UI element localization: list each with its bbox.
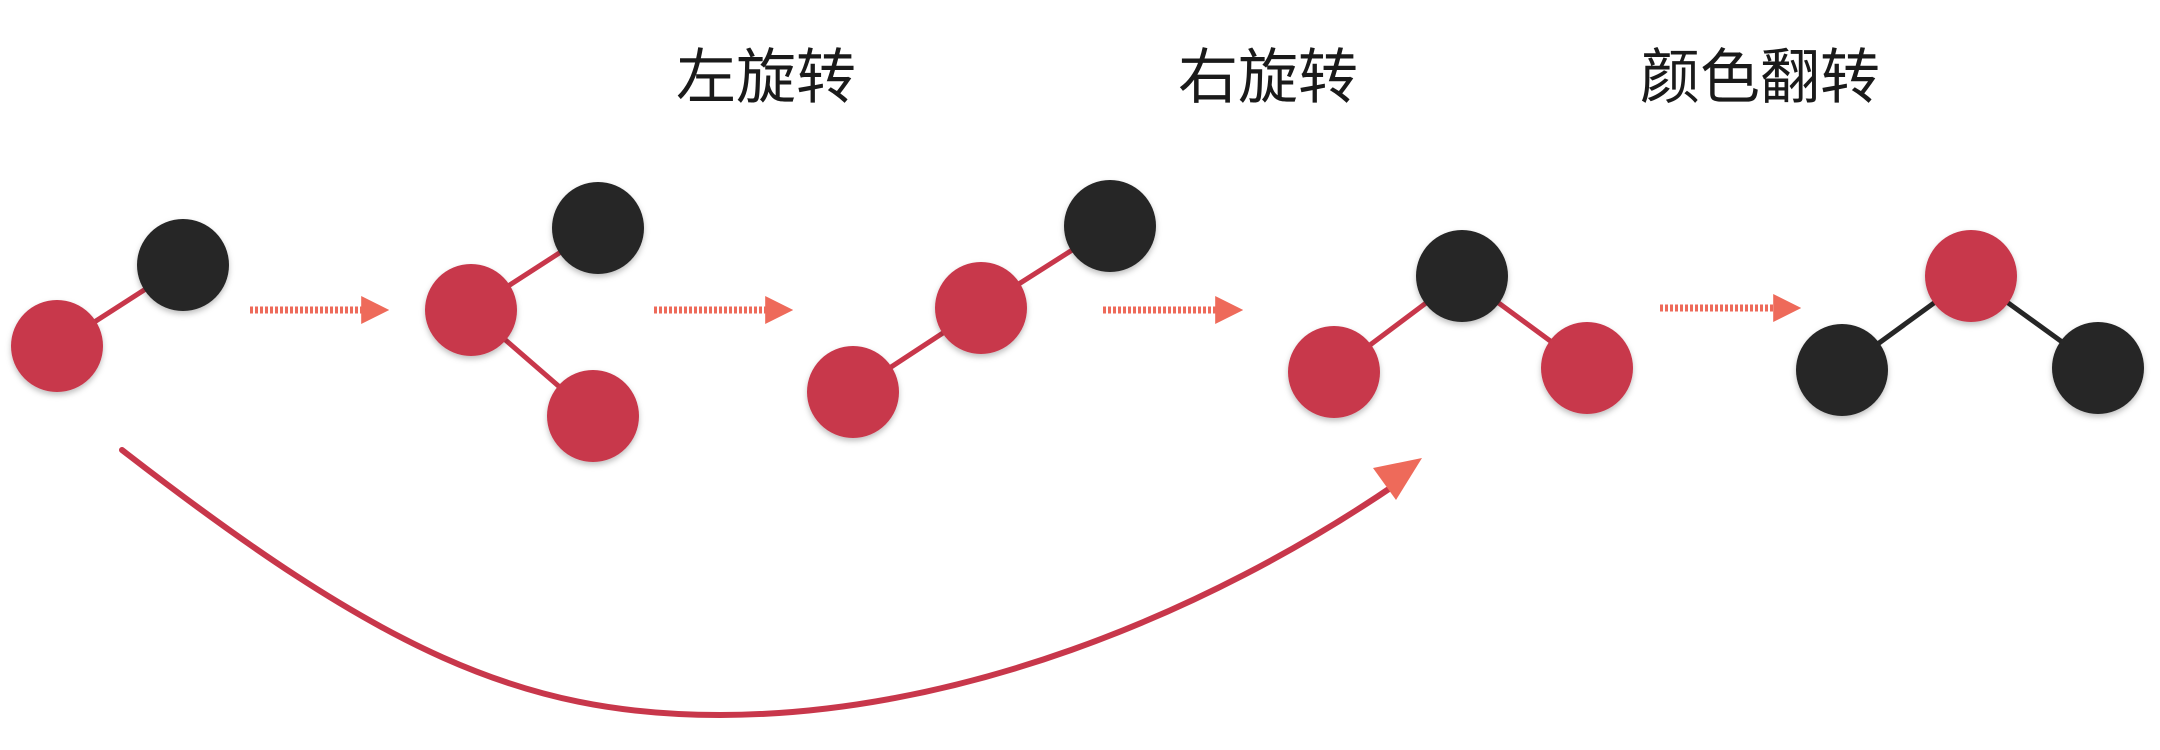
red-node <box>807 346 899 438</box>
stage-before-rotate-right <box>807 180 1156 438</box>
rotate-left-label: 左旋转 <box>676 43 856 113</box>
rotate-right-label: 右旋转 <box>1178 43 1358 113</box>
black-node <box>2052 322 2144 414</box>
red-node <box>1541 322 1633 414</box>
black-node <box>1064 180 1156 272</box>
red-node <box>1288 326 1380 418</box>
black-node <box>137 219 229 311</box>
black-node <box>1416 230 1508 322</box>
stage-initial <box>11 219 229 392</box>
red-node <box>11 300 103 392</box>
red-node <box>1925 230 2017 322</box>
black-node <box>1796 324 1888 416</box>
black-node <box>552 182 644 274</box>
stage-after-rotate-right <box>1288 230 1633 418</box>
stage-after-color-flip <box>1796 230 2144 416</box>
red-node <box>547 370 639 462</box>
red-node <box>935 262 1027 354</box>
red-node <box>425 264 517 356</box>
stage-after-rotate-left <box>425 182 644 462</box>
curved-shortcut-arrow <box>119 447 1422 719</box>
color-flip-label: 颜色翻转 <box>1640 43 1880 113</box>
